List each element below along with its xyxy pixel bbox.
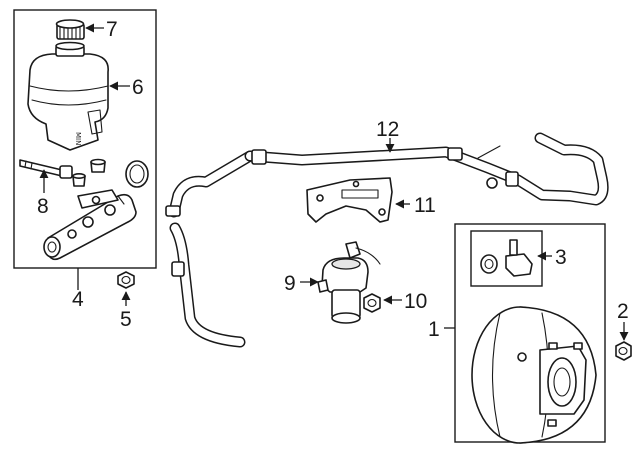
master-cylinder[interactable]: [43, 189, 137, 261]
brake-fluid-reservoir[interactable]: MIN: [27, 41, 109, 151]
brake-booster[interactable]: [471, 306, 597, 444]
callout-1: 1: [428, 318, 440, 341]
callout-9: 9: [284, 272, 296, 295]
callout-12: 12: [376, 118, 399, 141]
booster-nut[interactable]: [615, 341, 632, 361]
vacuum-sensor[interactable]: [480, 239, 533, 277]
callout-8: 8: [37, 195, 49, 218]
mounting-nut[interactable]: [117, 271, 135, 289]
callout-2: 2: [617, 300, 629, 323]
fluid-level-sensor[interactable]: [19, 159, 73, 179]
reservoir-grommets[interactable]: [72, 158, 106, 187]
master-cylinder-group-box: [13, 9, 157, 269]
pump-bracket[interactable]: [306, 177, 393, 223]
vacuum-pump[interactable]: [317, 241, 381, 324]
callout-5: 5: [120, 308, 132, 331]
callout-11: 11: [414, 194, 436, 217]
callout-10: 10: [404, 290, 427, 313]
reservoir-cap[interactable]: [55, 19, 85, 40]
callout-4: 4: [72, 288, 84, 311]
callout-3: 3: [555, 246, 567, 269]
o-ring-seal[interactable]: [125, 160, 149, 188]
reservoir-min-marking: MIN: [74, 132, 82, 145]
pump-nut[interactable]: [363, 293, 381, 313]
callout-7: 7: [106, 18, 118, 41]
callout-6: 6: [132, 76, 144, 99]
vacuum-hose-assembly[interactable]: [165, 132, 609, 348]
